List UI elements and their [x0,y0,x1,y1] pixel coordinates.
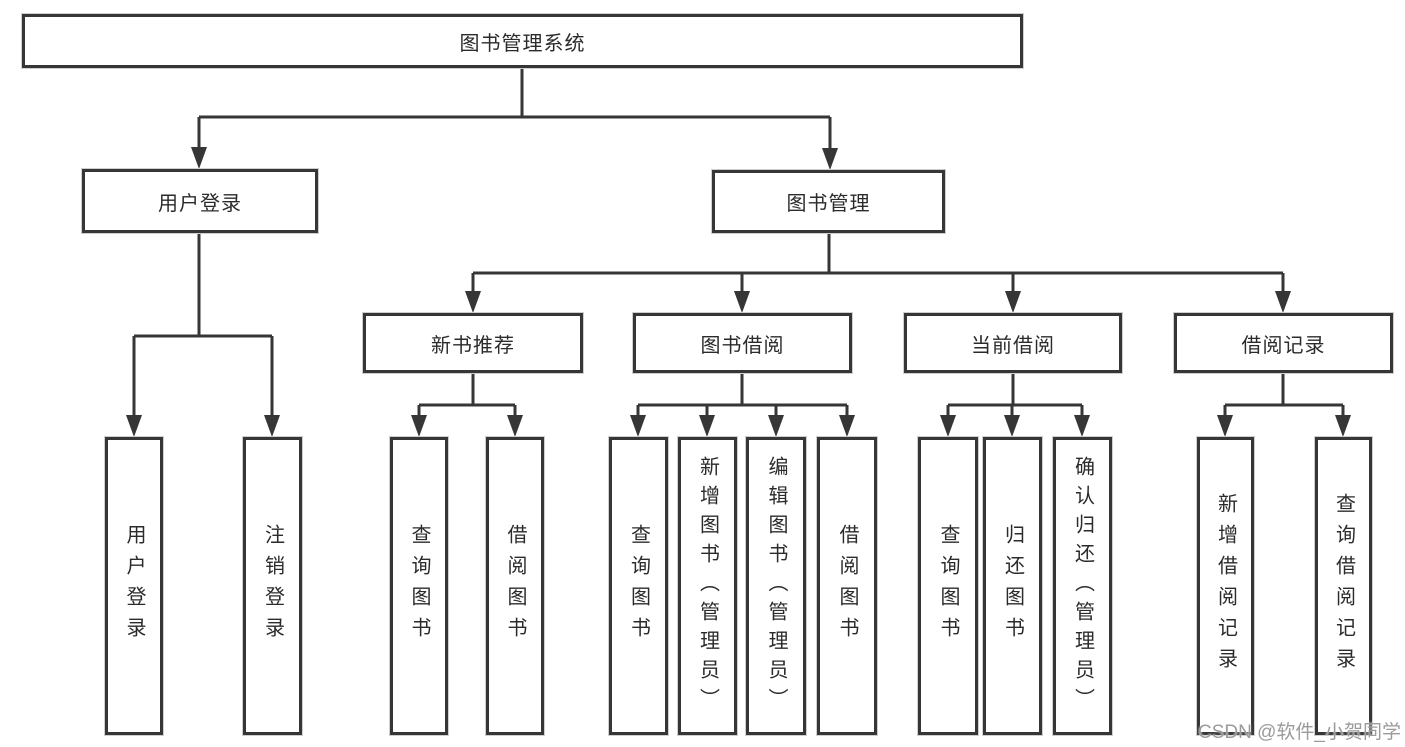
leaf-label: 借阅图书 [836,524,858,648]
node-label: 图书借阅 [700,334,785,357]
node-user-login: 用户登录 [82,169,318,233]
arrowheads [126,147,1351,437]
leaf-label: 查询图书 [408,524,430,648]
leaf-query-borrow-record: 查询借阅记录 [1315,437,1372,735]
leaf-logout: 注销登录 [243,437,302,735]
leaf-query-books-borrowing: 查询图书 [609,437,668,735]
node-label: 用户登录 [158,192,242,215]
node-label: 新书推荐 [431,334,515,357]
leaf-label: 用户登录 [123,524,145,648]
leaf-label: 归还图书 [1001,524,1024,648]
leaf-query-books-recommendation: 查询图书 [390,437,448,735]
node-label: 借阅记录 [1241,334,1326,357]
node-label: 图书管理系统 [459,32,586,55]
leaf-label: 借阅图书 [504,524,526,648]
leaf-label: 查询借阅记录 [1332,493,1355,679]
node-current-borrowing: 当前借阅 [904,313,1122,373]
leaf-user-login: 用户登录 [105,437,163,735]
node-borrowing-records: 借阅记录 [1174,313,1393,373]
leaf-borrow-books-recommendation: 借阅图书 [486,437,544,735]
node-book-management: 图书管理 [712,170,945,233]
csdn-watermark: CSDN @软件_小贺同学 [1198,722,1401,743]
leaf-label: 编辑图书（管理员） [765,455,787,717]
node-new-book-recommendation: 新书推荐 [363,313,583,373]
leaf-confirm-return-admin: 确认归还（管理员） [1053,437,1112,735]
leaf-add-books-admin: 新增图书（管理员） [678,437,737,735]
leaf-label: 查询图书 [627,524,650,648]
node-label: 图书管理 [786,193,871,215]
leaf-return-books: 归还图书 [983,437,1042,735]
node-library-management-system: 图书管理系统 [22,14,1023,68]
leaf-label: 新增借阅记录 [1214,493,1237,679]
leaf-add-borrow-record: 新增借阅记录 [1197,437,1254,735]
leaf-query-books-current: 查询图书 [918,437,978,735]
node-book-borrowing: 图书借阅 [633,313,852,373]
leaf-label: 查询图书 [937,524,959,648]
node-label: 当前借阅 [971,334,1055,357]
leaf-borrow-books: 借阅图书 [817,437,877,735]
leaf-edit-books-admin: 编辑图书（管理员） [746,437,806,735]
leaf-label: 新增图书（管理员） [696,455,719,717]
leaf-label: 注销登录 [261,524,284,648]
leaf-label: 确认归还（管理员） [1071,455,1094,717]
